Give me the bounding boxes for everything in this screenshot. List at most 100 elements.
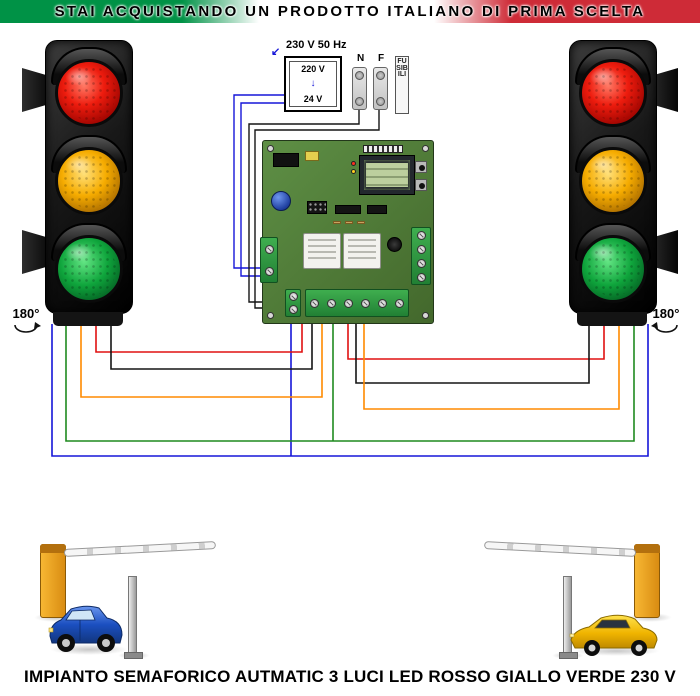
shadow xyxy=(50,644,128,655)
terminal-screw xyxy=(416,244,426,254)
fuse-cap xyxy=(355,97,364,106)
lcd-screen xyxy=(364,160,410,190)
power-connector xyxy=(273,153,299,167)
terminal-block-right xyxy=(411,227,431,285)
cable-gland xyxy=(53,312,123,326)
mains-voltage-label: 230 V 50 Hz xyxy=(286,39,347,51)
transformer: 220 V ↓ 24 V xyxy=(284,56,342,112)
fuse-cap xyxy=(376,71,385,80)
terminal-screw xyxy=(416,230,426,240)
buzzer xyxy=(387,237,402,252)
fuse-holder-f xyxy=(373,67,388,110)
mounting-hole xyxy=(422,312,429,319)
terminal-screw xyxy=(288,292,298,301)
lamp-unit-red xyxy=(570,47,656,135)
green-lamp xyxy=(55,235,123,303)
post-right xyxy=(559,576,578,659)
phase-terminal-label: F xyxy=(378,53,385,64)
banner-text: STAI ACQUISTANDO UN PRODOTTO ITALIANO DI… xyxy=(54,3,646,20)
led-indicator-red xyxy=(351,161,356,166)
lamp-unit-green xyxy=(46,223,132,311)
car-headlight xyxy=(48,627,54,633)
terminal-screw xyxy=(310,298,319,308)
step-down-arrow-icon: ↓ xyxy=(310,78,316,89)
shadow xyxy=(572,646,660,656)
traffic-light-body xyxy=(569,40,657,314)
neutral-terminal-label: N xyxy=(357,53,365,64)
rotation-angle-label: 180° xyxy=(652,306,680,321)
red-lamp xyxy=(55,59,123,127)
car-body xyxy=(49,605,123,644)
rotation-arrow-icon xyxy=(651,322,678,333)
ic-chip xyxy=(367,205,387,214)
cable-gland xyxy=(577,312,647,326)
terminal-screw xyxy=(327,298,336,308)
lamp-unit-green xyxy=(570,223,656,311)
resistor xyxy=(345,221,353,224)
lcd-display xyxy=(359,155,415,195)
transformer-primary-label: 220 V xyxy=(301,64,325,74)
rotation-angle-label: 180° xyxy=(12,306,40,321)
terminal-screw xyxy=(416,272,426,282)
push-button xyxy=(415,161,427,173)
traffic-light-right xyxy=(546,40,678,330)
terminal-screw xyxy=(288,305,298,314)
resistor xyxy=(357,221,365,224)
lamp-unit-red xyxy=(46,47,132,135)
barrier-cabinet-right xyxy=(634,544,660,618)
transformer-diagram: 220 V ↓ 24 V xyxy=(289,61,337,107)
terminal-screw xyxy=(416,258,426,268)
relay xyxy=(303,233,341,269)
terminal-block-aux xyxy=(285,289,301,317)
green-lamp xyxy=(579,235,647,303)
barrier-boom-right xyxy=(483,541,637,557)
car-yellow xyxy=(569,614,658,656)
rotation-label-right: 180° xyxy=(646,306,686,335)
wire-black-right xyxy=(355,322,590,384)
car-window xyxy=(65,609,96,621)
car-headlight xyxy=(569,633,575,638)
barrier-boom-left xyxy=(63,541,217,557)
terminal-screw xyxy=(264,244,274,254)
pin-header xyxy=(307,201,327,214)
capacitor-yellow xyxy=(305,151,319,161)
control-board xyxy=(260,140,434,324)
lamp-unit-yellow xyxy=(46,135,132,223)
resistor xyxy=(333,221,341,224)
fuse-cap xyxy=(376,97,385,106)
terminal-screw xyxy=(264,266,274,276)
car-body xyxy=(570,614,658,649)
fuse-cap xyxy=(355,71,364,80)
relay-print xyxy=(348,239,376,263)
traffic-light-left xyxy=(22,40,154,330)
rotation-arrow-icon xyxy=(14,322,41,333)
terminal-block-bottom xyxy=(305,289,409,317)
barrier-cabinet-left xyxy=(40,544,66,618)
transformer-secondary-label: 24 V xyxy=(303,94,323,104)
terminal-block-left xyxy=(260,237,278,283)
wire-blue-loop xyxy=(51,324,649,457)
relay-print xyxy=(308,239,336,263)
wire-orange-right xyxy=(363,322,620,410)
page-title: IMPIANTO SEMAFORICO AUTMATIC 3 LUCI LED … xyxy=(24,667,676,686)
rotation-label-left: 180° xyxy=(6,306,46,335)
traffic-light-body xyxy=(45,40,133,314)
terminal-screw xyxy=(361,298,370,308)
top-banner: STAI ACQUISTANDO UN PRODOTTO ITALIANO DI… xyxy=(0,0,700,23)
led-indicator-yellow xyxy=(351,169,356,174)
fuse-strip-label: FUSIBILI xyxy=(395,56,409,114)
push-button xyxy=(415,179,427,191)
mounting-hole xyxy=(267,312,274,319)
car-window xyxy=(594,619,631,629)
capacitor-blue xyxy=(271,191,291,211)
terminal-screw xyxy=(378,298,387,308)
red-lamp xyxy=(579,59,647,127)
wire-green-loop xyxy=(65,324,635,442)
wire-orange-left xyxy=(80,322,323,398)
yellow-lamp xyxy=(55,147,123,215)
mains-arrow-icon: ↙ xyxy=(271,46,281,58)
yellow-lamp xyxy=(579,147,647,215)
mounting-hole xyxy=(267,145,274,152)
ic-chip xyxy=(335,205,361,214)
